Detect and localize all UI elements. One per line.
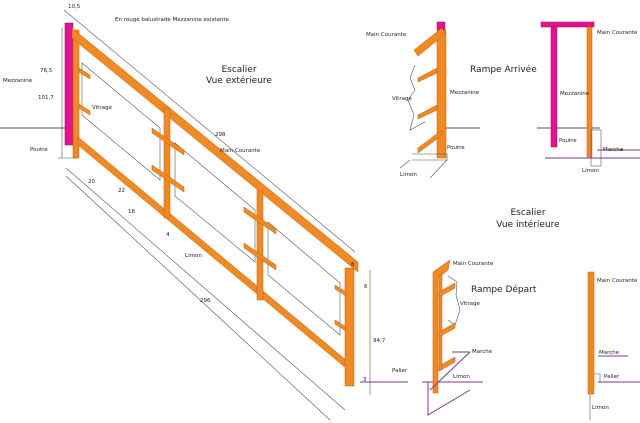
label-limon: Limon	[453, 374, 470, 380]
dim-6: 6	[364, 284, 368, 290]
glass-panel	[174, 142, 256, 263]
dim-76-5: 76,5	[40, 68, 53, 74]
start-post	[72, 29, 80, 159]
dim-8: 8	[351, 262, 355, 268]
label-main-courante: Main Courante	[597, 278, 638, 284]
title-rampe-arrivee: Rampe Arrivée	[470, 64, 537, 75]
handrail	[71, 27, 359, 273]
post	[436, 29, 447, 159]
label-limon: Limon	[582, 168, 599, 174]
glass-panel	[81, 62, 161, 181]
label-limon: Limon	[400, 172, 417, 178]
existing-mezzanine-post	[64, 22, 74, 146]
stringer-line	[429, 159, 448, 179]
rampe-depart: Main Courante Rampe Départ Vitrage March…	[422, 259, 537, 416]
label-main-courante: Main Courante	[366, 32, 407, 38]
dim-94-7: 94,7	[373, 338, 386, 344]
glass-clamps	[78, 67, 347, 332]
post	[163, 107, 171, 219]
stringer-line	[427, 382, 471, 416]
rampe-arrivee: Main Courante Vitrage Mezzanine Poutre L…	[366, 21, 537, 179]
inner-post	[438, 274, 443, 371]
dim-4: 4	[166, 232, 170, 238]
dim-18: 18	[128, 209, 135, 215]
title-vue-interieure: Vue intérieure	[496, 219, 560, 230]
dim-296: 296	[200, 298, 211, 304]
label-poutre: Poutre	[559, 138, 577, 144]
dimension-line	[63, 9, 356, 253]
existing-post	[550, 26, 558, 148]
glass-panel	[407, 64, 426, 131]
note-text: En rougé balustrade Mezzanine existante	[115, 16, 229, 23]
exterior-view: 10,5 En rougé balustrade Mezzanine exist…	[0, 4, 408, 421]
post	[432, 259, 451, 394]
dim-20: 20	[88, 179, 95, 185]
end-post	[344, 267, 355, 387]
dimension-line	[65, 175, 331, 421]
label-poutre: Poutre	[30, 147, 48, 153]
label-limon: Limon	[592, 405, 609, 411]
title-escalier-interieur: Escalier	[510, 208, 545, 218]
stringer	[590, 129, 602, 167]
glass-clamps	[438, 282, 456, 372]
label-main-courante: Main Courante	[597, 30, 638, 36]
label-marche: Marche	[472, 349, 493, 355]
title-vue-exterieure: Vue extérieure	[206, 75, 272, 86]
stringer-rail	[77, 136, 353, 374]
label-limon: Limon	[185, 253, 202, 259]
landing-edge	[594, 373, 601, 382]
handrail	[413, 27, 446, 57]
label-marche: Marche	[603, 147, 624, 153]
title-rampe-depart: Rampe Départ	[471, 284, 537, 295]
label-vitrage: Vitrage	[92, 105, 112, 111]
existing-handrail	[540, 21, 595, 28]
post	[586, 26, 593, 158]
title-escalier: Escalier	[221, 65, 256, 75]
dim-22: 22	[118, 188, 125, 194]
label-vitrage: Vitrage	[460, 301, 480, 307]
label-palier: Palier	[604, 374, 620, 380]
label-palier: Palier	[392, 368, 408, 374]
label-poutre: Poutre	[447, 145, 465, 151]
rampe-arrivee-side: Main Courante Mezzanine Poutre Marche Li…	[537, 21, 640, 174]
dim-3: 3	[363, 377, 367, 383]
dim-top: 10,5	[68, 4, 81, 10]
label-vitrage: Vitrage	[392, 96, 412, 102]
label-main-courante: Main Courante	[453, 261, 494, 267]
rampe-depart-side: Main Courante Marche Palier Limon	[587, 271, 640, 420]
stringer-line	[429, 351, 471, 391]
post	[587, 271, 595, 395]
beam	[412, 153, 448, 161]
post	[256, 189, 264, 301]
glass-clamps	[417, 67, 443, 154]
label-mezzanine: Mezzanine	[450, 90, 480, 96]
glass-panel	[267, 221, 341, 336]
dimension-line	[65, 167, 346, 411]
label-mezzanine: Mezzanine	[560, 91, 590, 97]
label-main-courante: Main Courante	[220, 148, 261, 154]
dim-101-7: 101,7	[38, 95, 54, 101]
label-mezzanine: Mezzanine	[3, 78, 33, 84]
label-marche: Marche	[599, 350, 620, 356]
dim-298: 298	[215, 132, 226, 138]
stringer-line	[399, 159, 411, 169]
